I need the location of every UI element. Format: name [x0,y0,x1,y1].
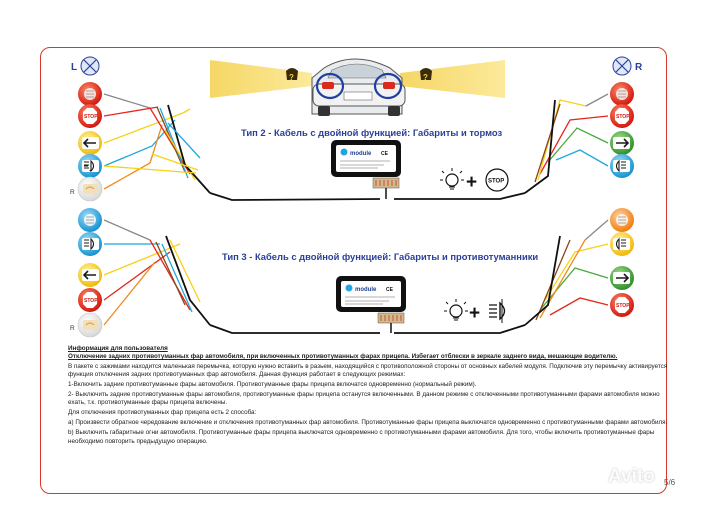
warning-bell-icon: ? [286,68,298,82]
svg-text:?: ? [289,73,294,82]
svg-text:STOP: STOP [488,179,504,185]
fog-light-icon [78,232,102,256]
svg-text:CE: CE [381,151,389,157]
stop-icon: STOP [78,104,102,128]
lamp-icon [78,208,102,232]
wires-right-1 [394,93,609,200]
lamp-icon [610,82,634,106]
right-arrow-icon [610,131,634,155]
plus-sign: + [466,172,477,193]
cross-icon [612,56,632,76]
lamp-icon [78,82,102,106]
stop-icon: STOP [485,168,509,192]
svg-text:STOP: STOP [616,303,630,309]
reverse-light-icon [77,312,103,338]
info-paragraph: 2- Выключить задние противотуманные фары… [68,391,660,407]
wires-right-2 [394,219,609,334]
watermark-logo: Avito [608,466,655,487]
svg-text:CE: CE [386,287,394,293]
reverse-row-label: R [70,189,75,196]
info-warning: Отключение задних противотуманных фар ав… [68,353,618,361]
wires-left-1 [103,93,381,201]
svg-text:module: module [355,287,377,293]
svg-text:STOP: STOP [84,298,98,304]
left-arrow-icon [78,263,102,287]
diagram-title-type2: Тип 2 - Кабель с двойной функцией: Габар… [241,127,503,138]
light-bulb-icon [440,168,464,190]
user-info-section: Информация для пользователя Отключение з… [68,345,668,446]
info-heading: Информация для пользователя [68,345,168,352]
stop-icon: STOP [610,293,634,317]
module-box-icon: module CE [331,140,401,199]
info-paragraph: a) Произвести обратное чередование включ… [68,419,668,427]
page-number: 5/6 [664,478,676,487]
right-arrow-icon [610,266,634,290]
reverse-light-icon [77,176,103,202]
plus-sign: + [469,303,480,324]
fog-light-icon [78,154,102,178]
light-bulb-icon [444,299,468,321]
stop-icon: STOP [610,104,634,128]
svg-text:STOP: STOP [84,114,98,120]
light-beam-right [400,60,505,98]
info-paragraph: b) Выключить габаритные огни автомобиля.… [68,429,655,445]
wires-left-2 [103,219,380,334]
left-side-label: L [71,62,77,73]
left-arrow-icon [78,131,102,155]
info-paragraph: В пакете с зажимами находится маленькая … [68,362,668,379]
right-side-label: R [635,62,643,73]
stop-icon: STOP [78,288,102,312]
info-paragraph: 1-Включить задние противотуманные фары а… [68,381,477,389]
fog-light-icon [610,232,634,256]
diagram-title-type3: Тип 3 - Кабель с двойной функцией: Габар… [222,251,539,262]
info-paragraph: Для отключения противотуманных фар прице… [68,409,257,417]
svg-text:?: ? [423,73,428,82]
cross-icon [80,56,100,76]
light-beam-left [210,60,312,98]
lamp-icon [610,208,634,232]
warning-bell-icon: ? [420,68,432,82]
fog-light-icon [489,299,506,323]
page-frame [40,47,667,494]
module-box-icon: module CE [336,276,406,333]
reverse-row-label: R [70,325,75,332]
svg-text:module: module [350,151,372,157]
car-rear-icon [311,58,406,116]
fog-light-icon [610,154,634,178]
svg-text:STOP: STOP [616,114,630,120]
